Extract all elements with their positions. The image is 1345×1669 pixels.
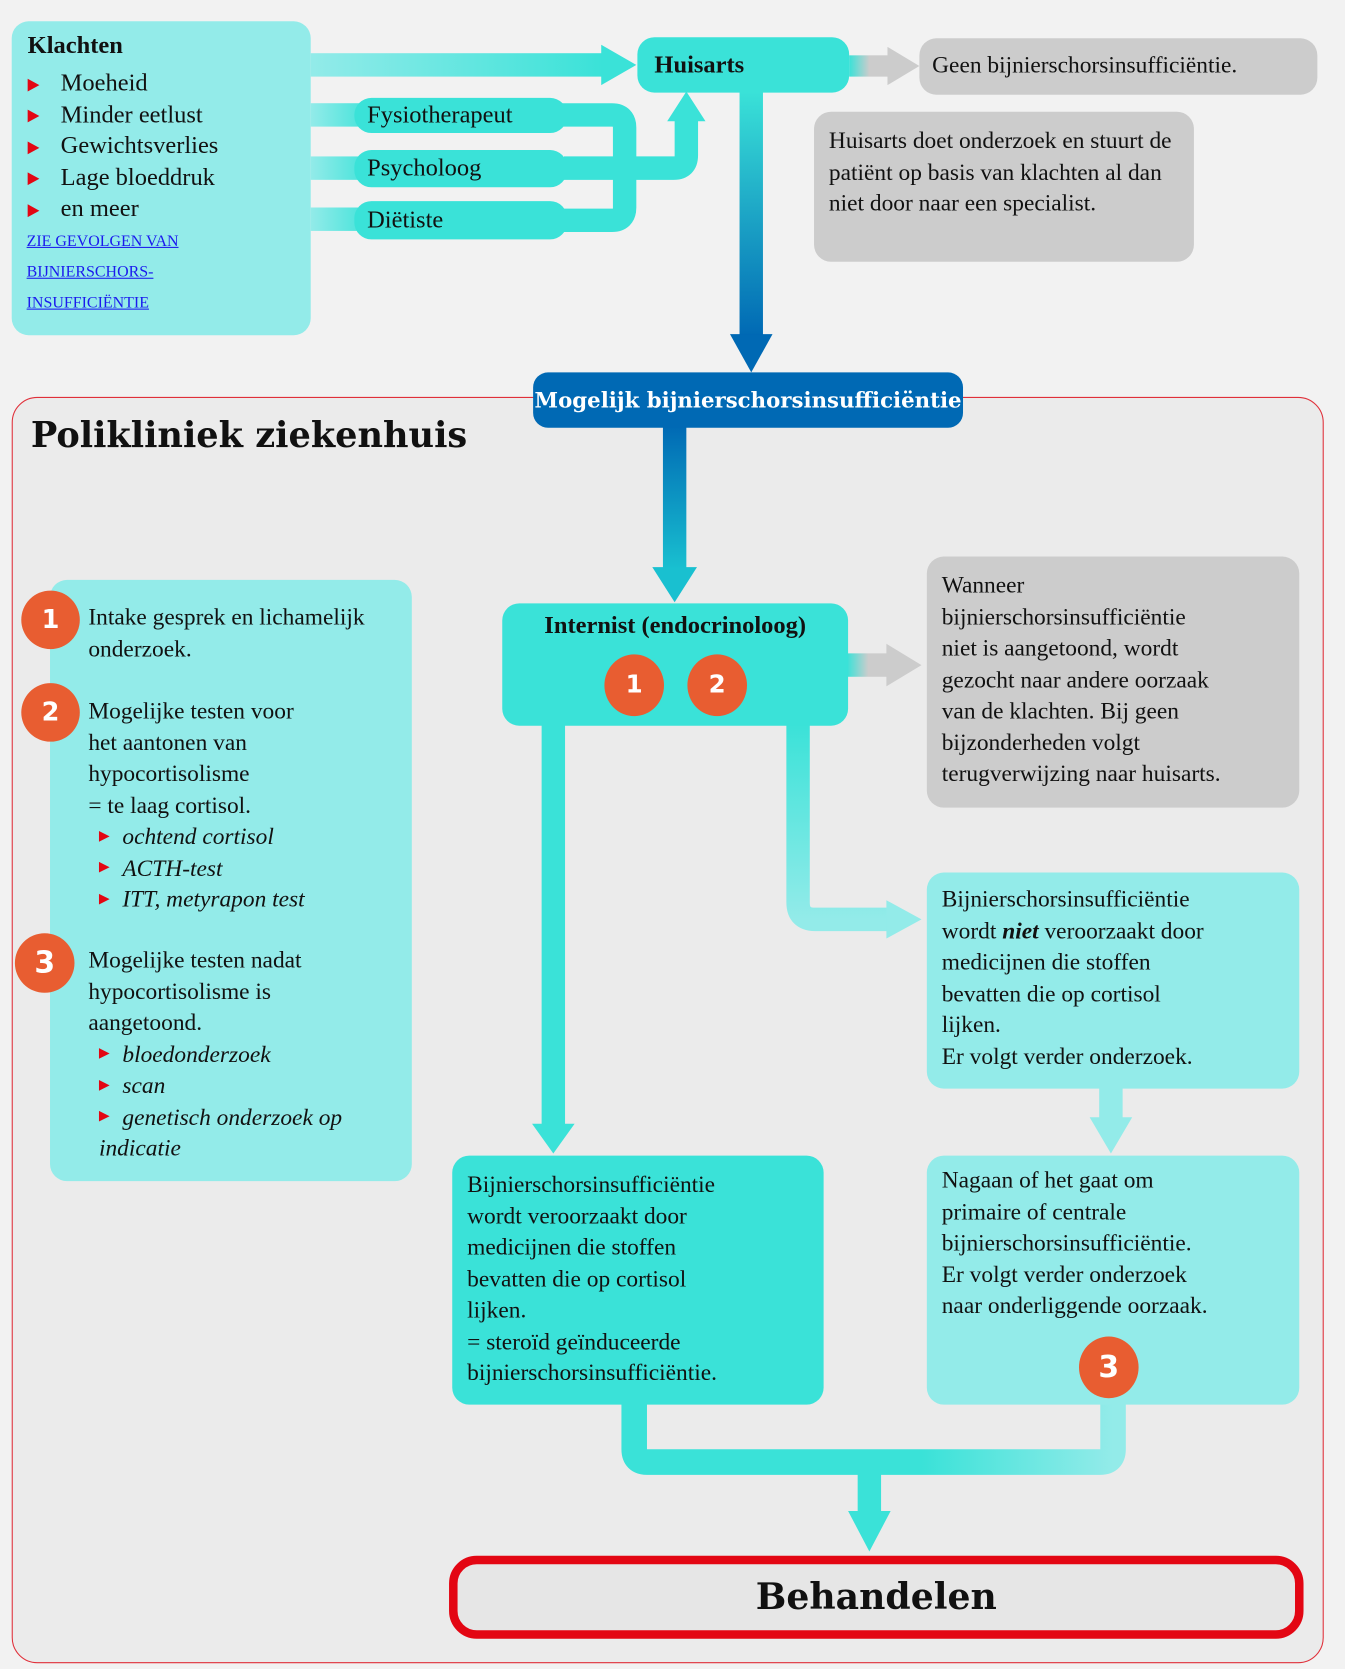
- bullet-triangle-icon: [27, 109, 40, 123]
- polikliniek-title: Polikliniek ziekenhuis: [30, 413, 468, 456]
- referrer-fysiotherapeut: Fysiotherapeut: [354, 97, 568, 134]
- not-medicine-box: Bijnierschorsinsufficiëntie wordt niet v…: [926, 872, 1300, 1089]
- bullet-triangle-icon: [98, 1111, 110, 1123]
- referrer-psycholoog: Psycholoog: [354, 150, 568, 188]
- bullet-triangle-icon: [98, 1080, 110, 1091]
- internist-badge-2: 2: [687, 654, 747, 717]
- bullet-triangle-icon: [27, 172, 40, 186]
- steps-box: Intake gesprek en lichamelijk onderzoek.…: [50, 579, 412, 1182]
- step1-text: Intake gesprek en lichamelijk onderzoek.: [88, 603, 365, 662]
- klachten-title: Klachten: [27, 31, 123, 59]
- step2-test-item: ACTH-test: [88, 852, 304, 883]
- huisarts-note: Huisarts doet onderzoek en stuurt de pat…: [814, 111, 1194, 262]
- not-shown-box: Wanneer bijnierschorsinsufficiëntie niet…: [926, 556, 1300, 808]
- step3-test-item: genetisch onderzoek op indicatie: [98, 1102, 343, 1161]
- step3-text: Mogelijke testen nadat hypocortisolisme …: [88, 944, 365, 1164]
- no-condition-box: Geen bijnierschorsinsufficiëntie.: [919, 38, 1318, 95]
- bullet-triangle-icon: [27, 204, 40, 217]
- bullet-triangle-icon: [98, 831, 110, 842]
- klachten-item: Gewichtsverlies: [27, 130, 219, 161]
- step1-badge: 1: [21, 590, 80, 650]
- klachten-item: Moeheid: [27, 67, 219, 98]
- bullet-triangle-icon: [27, 78, 40, 92]
- bullet-triangle-icon: [98, 1048, 110, 1060]
- primary-central-badge: 3: [1078, 1336, 1139, 1399]
- internist-box: Internist (endocrinoloog) 1 2: [502, 603, 849, 726]
- step3-test-item: scan: [88, 1069, 365, 1100]
- internist-label: Internist (endocrinoloog): [544, 611, 807, 639]
- huisarts-box: Huisarts: [637, 37, 850, 93]
- medicine-box: Bijnierschorsinsufficiëntie wordt veroor…: [452, 1155, 824, 1405]
- bullet-triangle-icon: [98, 862, 110, 874]
- step2-badge: 2: [21, 683, 80, 742]
- klachten-item: Lage bloeddruk: [27, 161, 219, 192]
- klachten-box: Klachten Moeheid Minder eetlust Gewichts…: [11, 21, 311, 336]
- possible-condition-box: Mogelijk bijnierschorsinsufficiëntie: [533, 372, 964, 428]
- referrer-dietiste: Diëtiste: [354, 201, 568, 240]
- arrow-huisarts-down: [729, 91, 773, 373]
- step2-text: Mogelijke testen voor het aantonen van h…: [88, 695, 304, 915]
- step2-test-item: ITT, metyrapon test: [88, 883, 305, 914]
- step3-test-item: bloedonderzoek: [88, 1038, 365, 1069]
- arrow-klachten-to-huisarts: [310, 44, 637, 86]
- internist-badge-1: 1: [604, 654, 664, 717]
- consequences-link[interactable]: ZIE GEVOLGEN VAN BIJNIERSCHORS- INSUFFIC…: [26, 233, 179, 312]
- primary-central-box: Nagaan of het gaat om primaire of centra…: [926, 1155, 1300, 1405]
- step2-test-item: ochtend cortisol: [88, 820, 304, 851]
- bullet-triangle-icon: [27, 141, 40, 154]
- bullet-triangle-icon: [98, 893, 110, 905]
- arrow-huisarts-to-geen: [849, 46, 920, 86]
- treat-box: Behandelen: [449, 1555, 1304, 1639]
- klachten-item: Minder eetlust: [27, 98, 219, 129]
- step3-badge: 3: [14, 933, 75, 993]
- klachten-item: en meer: [27, 193, 219, 224]
- klachten-list: Moeheid Minder eetlust Gewichtsverlies L…: [27, 67, 219, 224]
